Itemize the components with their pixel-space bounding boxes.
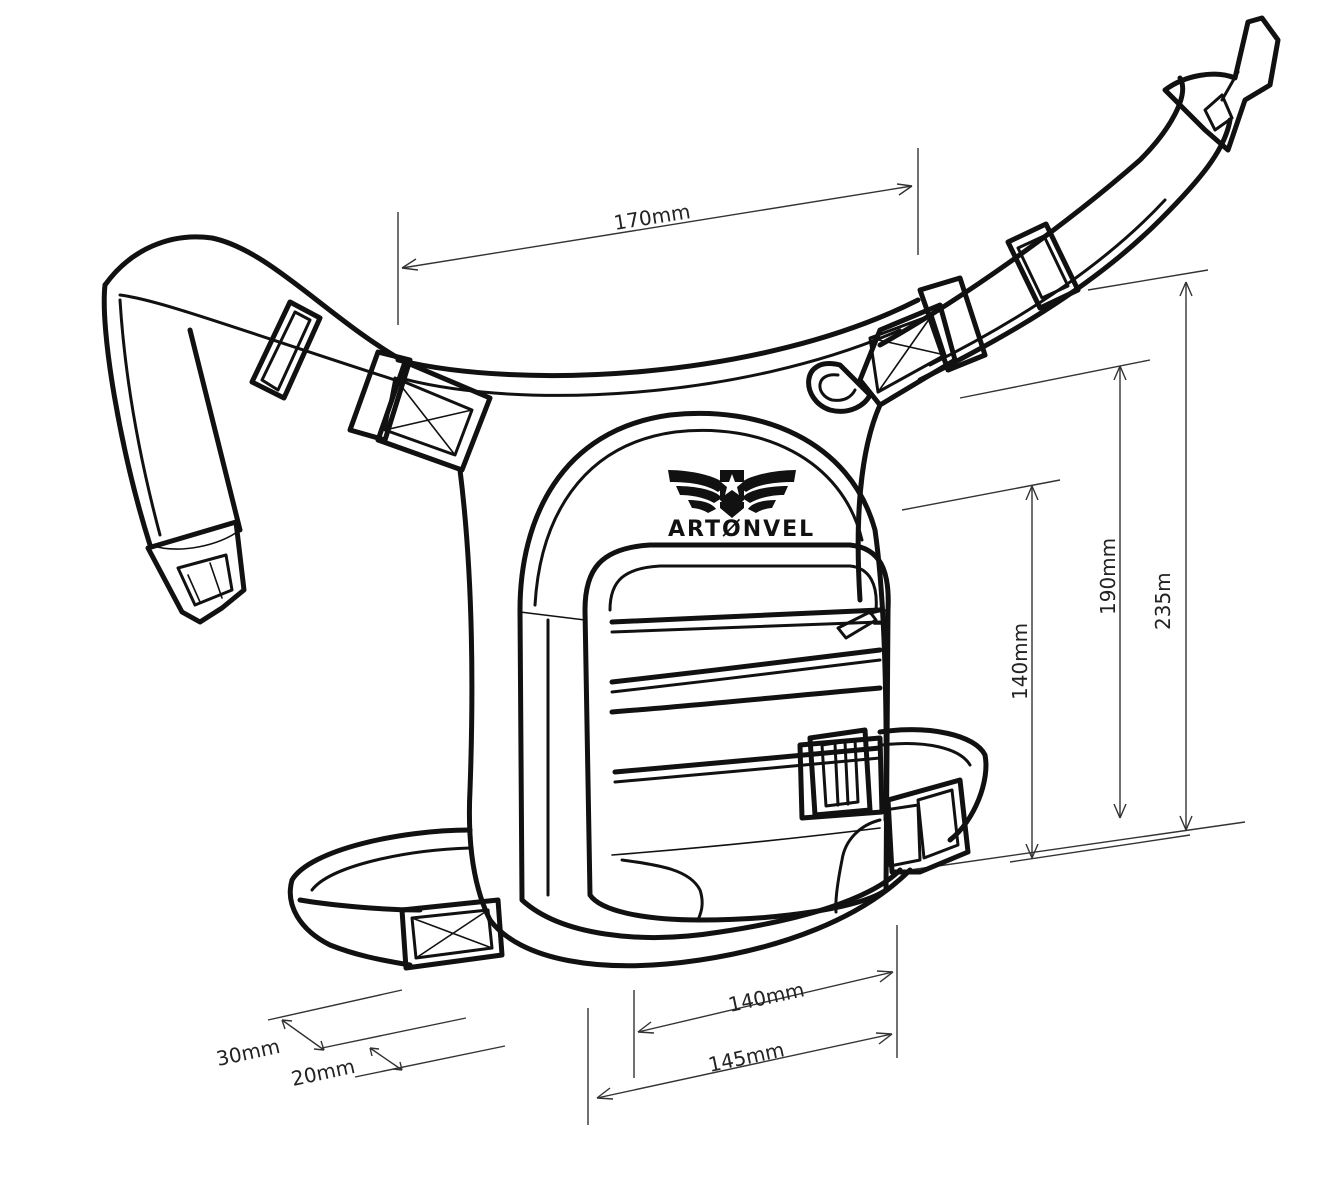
- thigh-strap-tab: [399, 897, 505, 971]
- slide-buckle-icon: [807, 727, 873, 818]
- thigh-strap: [287, 727, 989, 971]
- dim-top-width: 170mm: [612, 199, 692, 235]
- front-pocket: [582, 542, 891, 923]
- dim-strap-width-a: 30mm: [214, 1034, 282, 1071]
- left-tab-connector: [347, 349, 493, 473]
- side-release-buckle-icon: [1162, 15, 1281, 153]
- slide-buckle-icon: [249, 299, 323, 401]
- bag-body: [517, 410, 903, 940]
- front-strap: [797, 727, 885, 821]
- right-tab-connector: [806, 275, 988, 414]
- brand-logo: ARTØNVEL: [668, 470, 815, 542]
- dim-bottom-width-inner: 140mm: [726, 977, 806, 1017]
- wings-star-emblem-icon: [668, 470, 796, 518]
- d-ring-icon: [806, 361, 873, 414]
- side-release-buckle-icon: [883, 777, 971, 875]
- dimension-labels: 170mm 235m 190mm 140mm 140mm 145mm 30mm …: [214, 199, 1175, 1091]
- dim-strap-width-b: 20mm: [289, 1054, 357, 1091]
- dim-bottom-width-outer: 145mm: [706, 1037, 786, 1077]
- zipper-pull-icon: [836, 609, 887, 640]
- right-waist-strap: [877, 15, 1281, 383]
- side-release-buckle-icon: [145, 519, 247, 625]
- dim-height-outer: 235m: [1151, 572, 1175, 630]
- dim-height-inner: 140mm: [1008, 623, 1032, 700]
- back-panel: [395, 297, 921, 969]
- left-waist-strap: [101, 234, 408, 625]
- dimension-lines: [267, 148, 1246, 1125]
- brand-name: ARTØNVEL: [668, 517, 815, 542]
- slide-buckle-icon: [1005, 221, 1081, 311]
- dim-height-mid: 190mm: [1096, 538, 1120, 615]
